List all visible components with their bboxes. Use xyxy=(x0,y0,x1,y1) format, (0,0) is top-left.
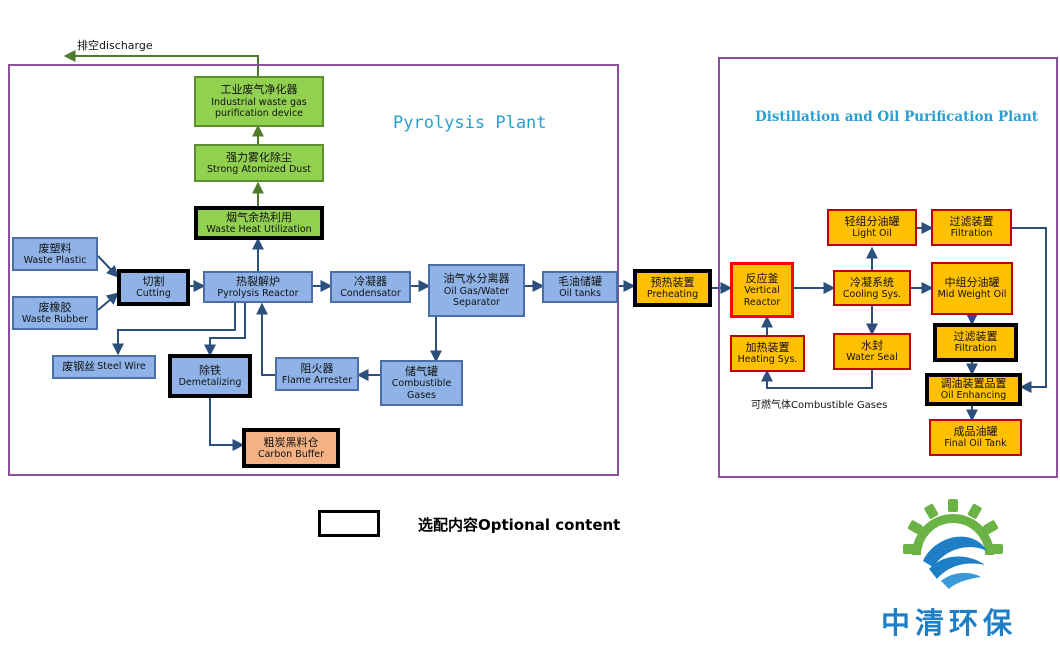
flow-filtration-to-enhancing xyxy=(1012,227,1047,393)
flow-reactor-to-steelwire xyxy=(112,303,236,356)
legend-optional-swatch xyxy=(318,510,380,537)
pyrolysis-plant-title: Pyrolysis Plant xyxy=(393,113,547,133)
combustible-gases-label: 可燃气体Combustible Gases xyxy=(751,400,888,411)
company-logo-text: 中清环保 xyxy=(881,606,1018,640)
flow-waterseal-to-heating xyxy=(761,369,873,389)
flow-rubber-to-cutting xyxy=(97,292,119,311)
discharge-label: 排空discharge xyxy=(77,39,153,52)
flow-purifier-discharge xyxy=(63,50,259,76)
company-logo xyxy=(903,499,1003,589)
legend-optional-label: 选配内容Optional content xyxy=(418,516,621,534)
distillation-plant-region xyxy=(718,57,1058,478)
pyrolysis-plant-region xyxy=(8,64,619,476)
flow-arrester-to-reactor xyxy=(256,302,275,376)
flow-plastic-to-cutting xyxy=(97,255,119,278)
distillation-plant-title: Distillation and Oil Purification Plant xyxy=(755,109,1039,125)
flow-reactor-to-demetalizing xyxy=(204,303,246,357)
flow-demetalizing-to-carbon xyxy=(209,398,245,451)
